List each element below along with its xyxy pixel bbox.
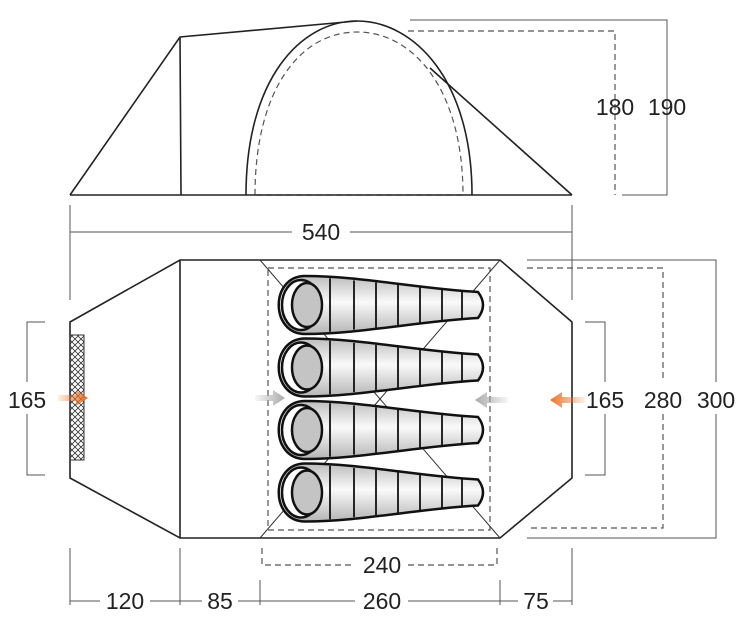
- height-inner-label: 180: [596, 94, 634, 120]
- inner-door-arrow-right: [475, 392, 508, 408]
- width-dimensions: 165 165 280 300: [8, 259, 735, 539]
- outer-width-label: 300: [697, 387, 735, 413]
- total-length-label: 540: [302, 219, 340, 245]
- height-outer-label: 190: [648, 94, 686, 120]
- inner-door-arrow-left: [255, 390, 285, 406]
- sleeping-bags: [277, 274, 485, 523]
- side-view: 180 190: [69, 19, 686, 196]
- flysheet-footprint: [69, 259, 573, 539]
- sleeping-bag-head: [290, 406, 324, 454]
- segment-label-2: 85: [207, 588, 233, 614]
- dome-pole-arc: [245, 20, 473, 196]
- dim-line-190: [410, 19, 668, 196]
- length-dimension: 540: [69, 205, 573, 300]
- inner-width-label: 280: [644, 387, 682, 413]
- sleeping-bag: [277, 274, 485, 336]
- sleeping-bag: [277, 337, 485, 398]
- sleeping-bag-head: [290, 344, 324, 391]
- door-arrow-right: [550, 392, 585, 408]
- sleeping-bag: [277, 399, 485, 461]
- door-arrow-left: [58, 390, 88, 406]
- inner-length-label: 240: [363, 552, 401, 578]
- sleeping-bag: [277, 462, 485, 523]
- segment-label-1: 120: [106, 588, 144, 614]
- dim-line-180: [408, 30, 616, 195]
- plan-view: [58, 259, 585, 539]
- segment-label-4: 75: [523, 588, 549, 614]
- door-width-right-label: 165: [586, 387, 624, 413]
- flysheet-outline: [69, 20, 573, 196]
- bottom-dimensions: 240 120 85 260 75: [69, 548, 573, 614]
- door-width-left-label: 165: [8, 387, 46, 413]
- sleeping-bag-head: [290, 281, 324, 329]
- sleeping-bag-head: [290, 469, 324, 516]
- inner-tent-side: [254, 31, 464, 196]
- segment-label-3: 260: [363, 588, 401, 614]
